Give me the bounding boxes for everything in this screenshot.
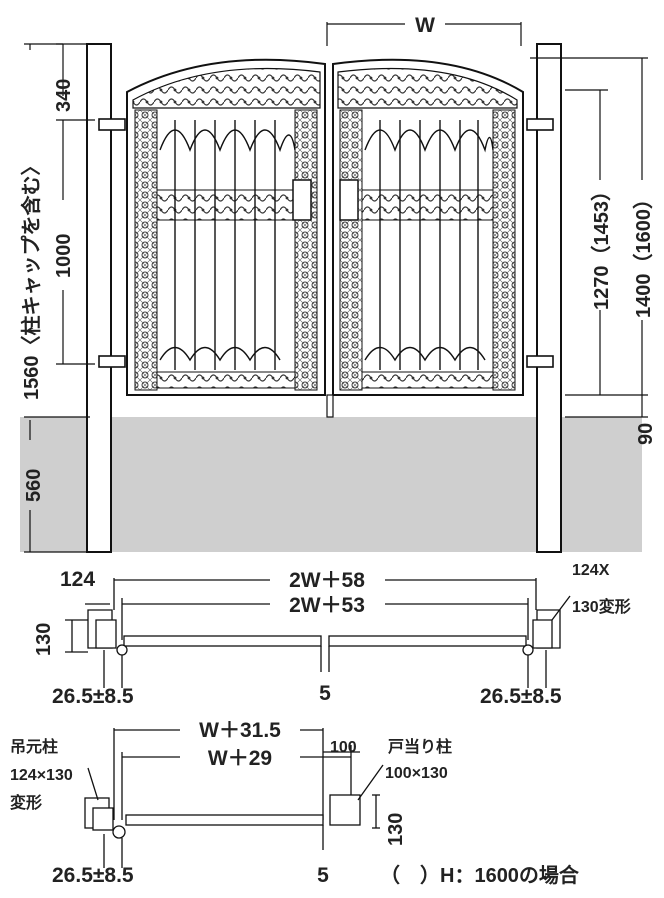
right-offset-label: 26.5±8.5 [480,685,562,708]
gap-label: 5 [319,682,331,705]
right-gate-leaf [332,58,524,396]
post-depth-label: 130 [33,623,55,656]
elevation-dimension-lines [24,22,648,553]
stop-post-line2: 100×130 [385,765,448,782]
post-spec-line1: 124X [572,562,610,579]
outer-width-label: 2W＋58 [289,569,365,592]
elevation-labels: W 1560〈柱キャップを含む〉 340 1000 560 1270（1453）… [19,14,657,502]
top-cap-label: 340 [53,79,75,112]
plan-double-labels: 124 2W＋58 2W＋53 130 124X 130変形 26.5±8.5 … [33,562,631,708]
single-inner-width-label: W＋29 [208,747,272,770]
single-outer-width-label: W＋31.5 [199,719,281,742]
gate-height-label: 1270（1453） [590,181,613,310]
height-with-cap-label: 1560〈柱キャップを含む〉 [19,156,43,401]
base-label: 560 [23,469,45,502]
left-gate-leaf [126,58,326,396]
stop-post-line1: 戸当り柱 [388,737,452,756]
post-spec-line2: 130変形 [572,597,631,616]
footnote: （ ）H：1600の場合 [380,863,580,887]
plan-single-labels: 吊元柱 124×130 変形 W＋31.5 W＋29 100 戸当り柱 100×… [10,719,580,887]
plan-double [65,578,571,688]
single-gap-label: 5 [317,864,329,887]
post-label: 124 [60,568,95,591]
hinge-post-line2: 124×130 [10,767,73,784]
left-offset-label: 26.5±8.5 [52,685,134,708]
clearance-label: 90 [635,423,657,445]
stop-post-width-label: 100 [330,739,357,756]
hinge-post-line3: 変形 [10,793,42,812]
total-height-label: 1400（1600） [632,189,655,318]
single-post-depth-label: 130 [385,813,407,846]
single-offset-label: 26.5±8.5 [52,864,134,887]
plan-single [84,728,384,868]
inner-width-label: 2W＋53 [289,594,365,617]
hinge-icons [98,118,554,368]
width-label: W [415,14,435,37]
hinge-post-line1: 吊元柱 [10,737,58,756]
mid-label: 1000 [53,234,75,279]
center-stop [326,394,334,418]
